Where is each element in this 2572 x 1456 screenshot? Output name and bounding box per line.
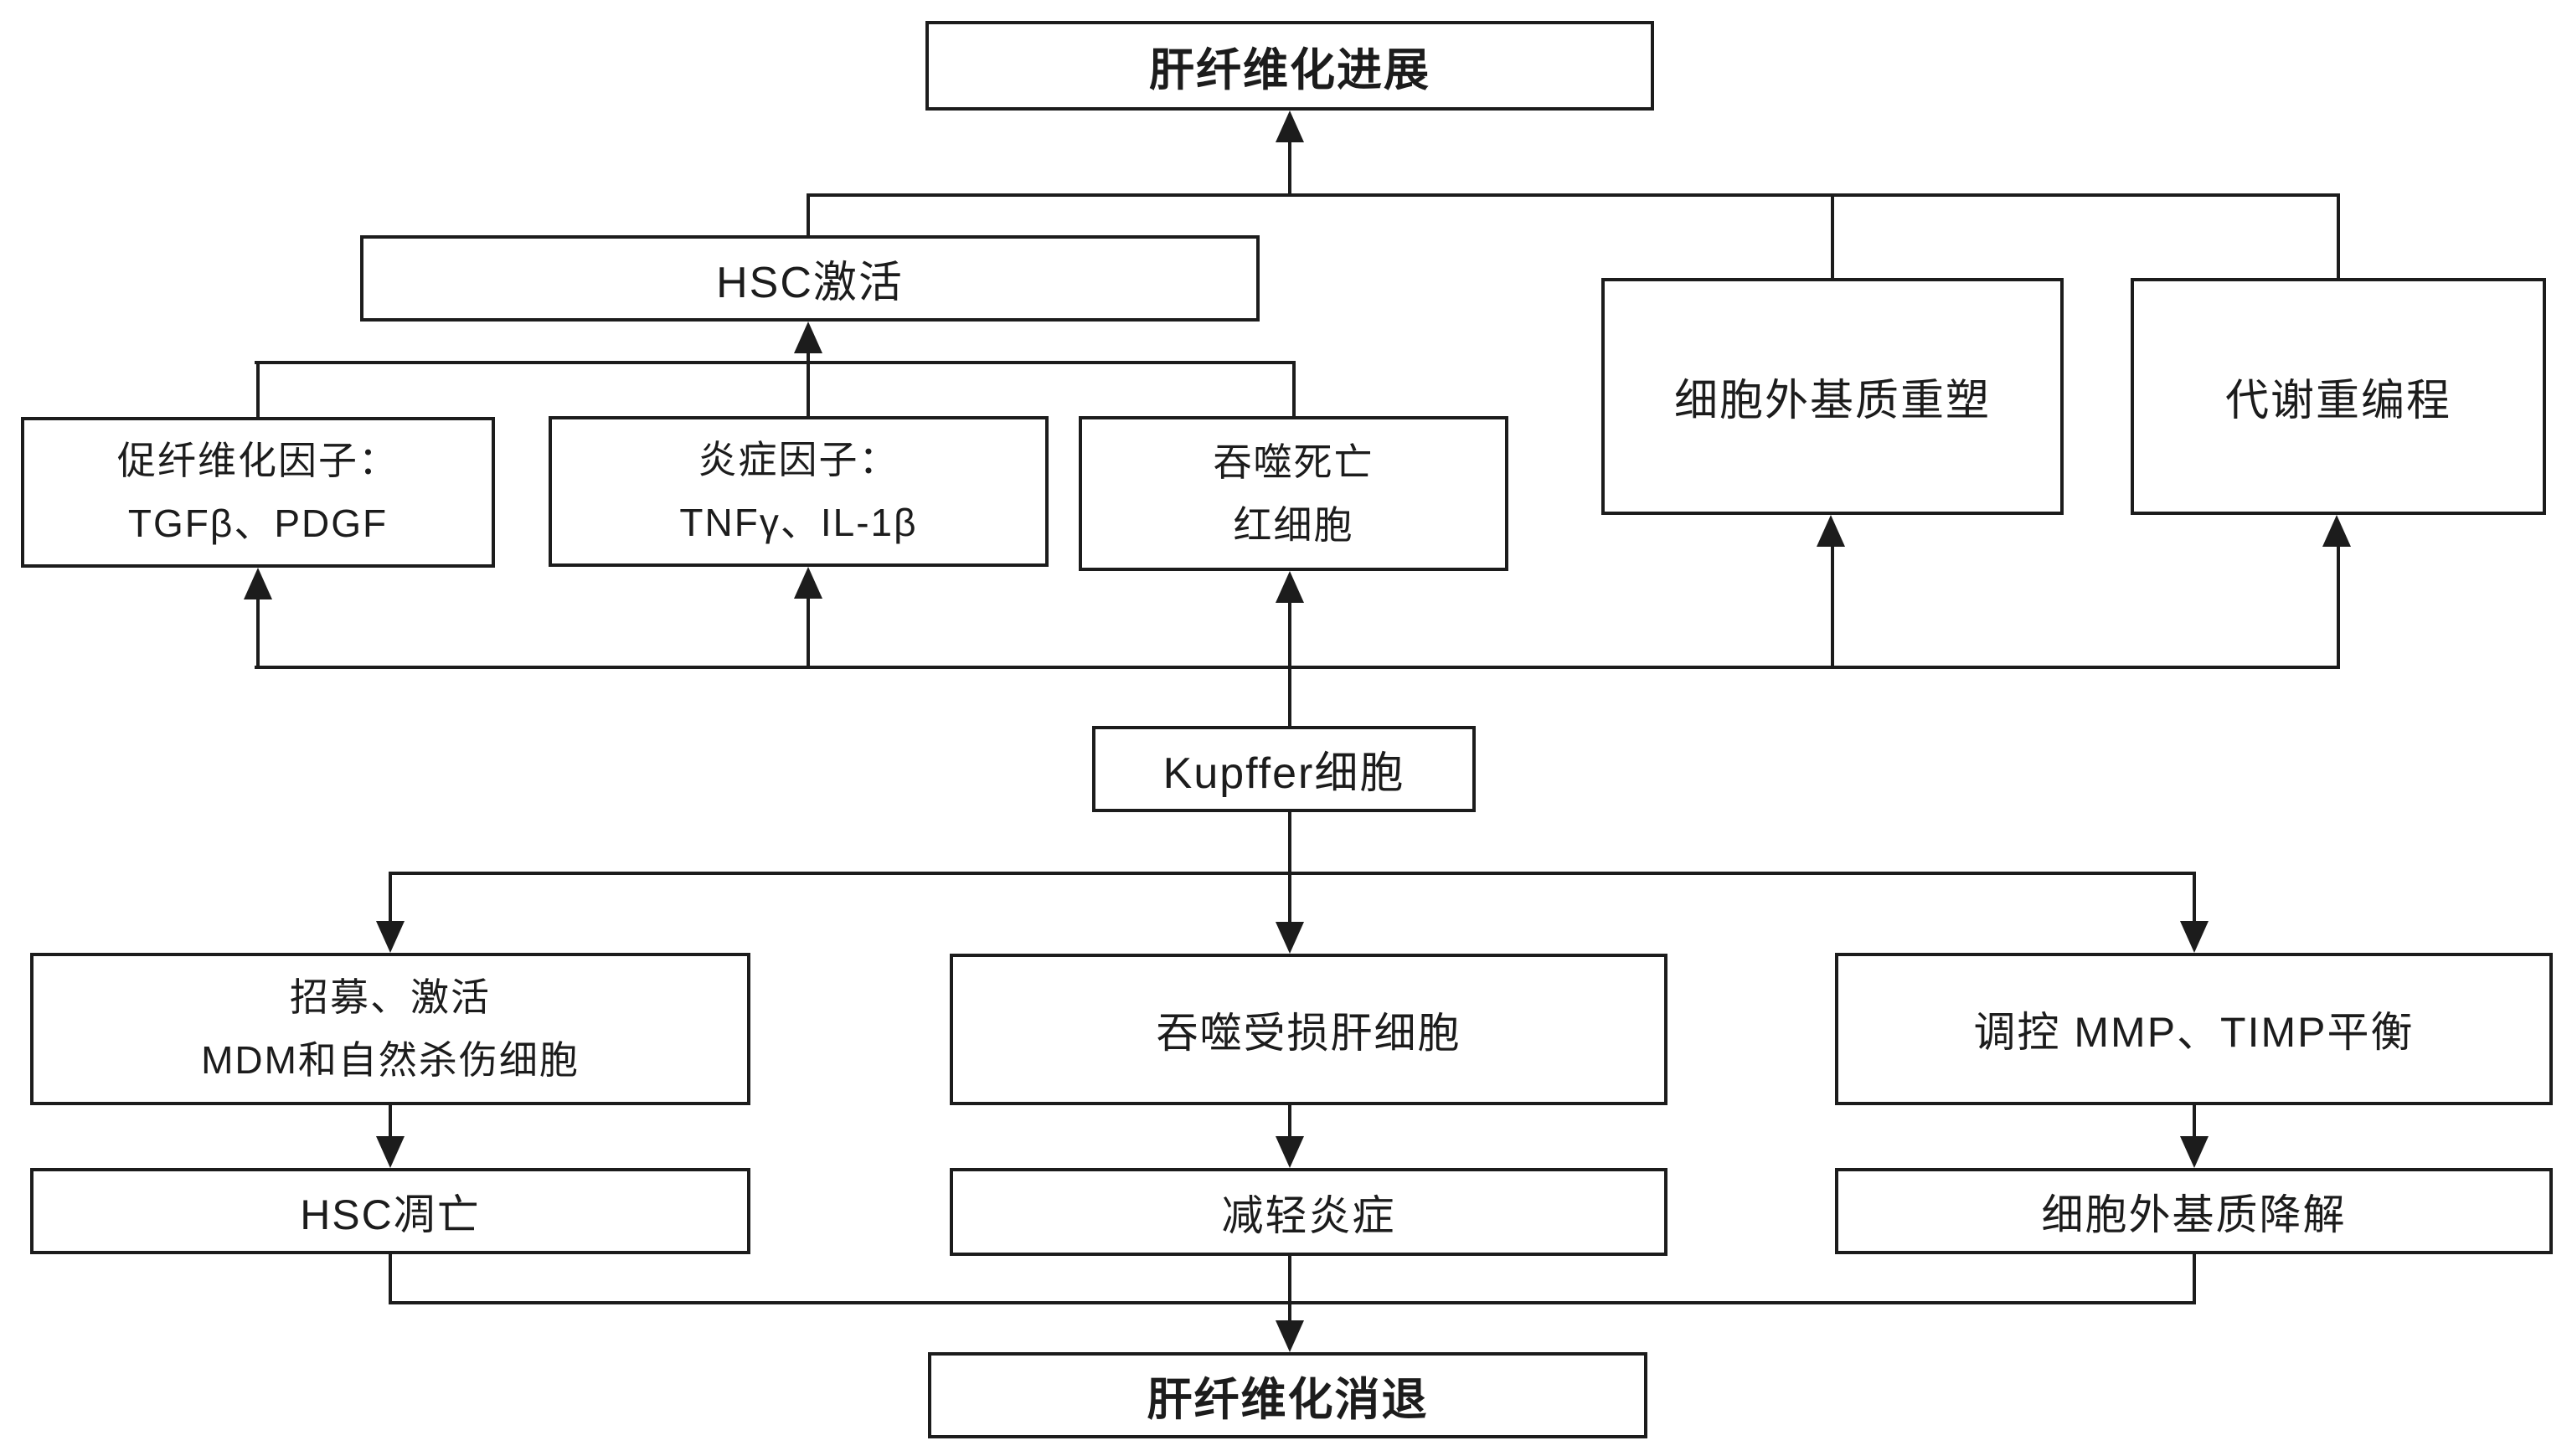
connector-up-ecm-remodeling [1831, 536, 1834, 667]
node-label: 细胞外基质重塑 [1673, 377, 1991, 425]
connector-top-bus-to-hsc-activation [807, 195, 810, 235]
connector-kupffer-up-bus [255, 666, 2340, 669]
connector-bottom-bus [389, 1301, 2196, 1304]
node-ecm-degradation: 细胞外基质降解 [1835, 1168, 2553, 1254]
arrowhead-down-ecm-degradation [2180, 1136, 2209, 1168]
node-recruit-activate: 招募、激活 MDM和自然杀伤细胞 [30, 953, 750, 1105]
node-label-line: TGFβ、PDGF [127, 502, 389, 545]
node-label: HSC激活 [716, 259, 904, 307]
node-label-line: 招募、激活 [290, 975, 491, 1020]
connector-top-bus-to-ecm-remodeling [1831, 195, 1834, 278]
connector-bus-to-dead-rbc-top [1292, 363, 1296, 416]
connector-bus-to-profibrotic-top [256, 363, 260, 417]
connector-mmp-to-degradation [2193, 1105, 2196, 1140]
connector-to-progression [1288, 138, 1291, 197]
connector-up-inflammatory [807, 586, 810, 667]
connector-inflammatory-to-hsc [807, 343, 810, 416]
node-kupffer-cells: Kupffer细胞 [1092, 726, 1476, 812]
connector-kupffer-down-bus [389, 872, 2196, 875]
arrowhead-up-hsc-activation [794, 322, 822, 353]
arrowhead-up-progression [1276, 111, 1304, 142]
connector-apoptosis-to-bottom-bus [389, 1254, 392, 1303]
connector-down-mmp [2193, 873, 2196, 925]
arrowhead-down-reduce-inflammation [1276, 1136, 1304, 1168]
node-label: 肝纤维化消退 [1147, 1375, 1429, 1425]
node-label: 代谢重编程 [2224, 377, 2451, 425]
node-hsc-activation: HSC激活 [360, 235, 1260, 322]
connector-kupffer-to-phagocytose [1288, 812, 1291, 925]
connector-to-regression [1288, 1256, 1291, 1323]
arrowhead-down-apoptosis [376, 1136, 405, 1168]
connector-degradation-to-bottom-bus [2193, 1254, 2196, 1303]
node-label: 减轻炎症 [1221, 1191, 1396, 1239]
node-metabolic-reprogramming: 代谢重编程 [2131, 278, 2546, 515]
node-inflammatory-factors: 炎症因子： TNFγ、IL-1β [549, 416, 1049, 567]
node-label: Kupffer细胞 [1162, 749, 1405, 798]
node-fibrosis-regression: 肝纤维化消退 [928, 1352, 1647, 1438]
arrowhead-up-profibrotic [244, 568, 272, 599]
connector-top-bus [807, 193, 2340, 197]
node-fibrosis-progression: 肝纤维化进展 [925, 21, 1654, 111]
arrowhead-down-regression [1276, 1320, 1304, 1352]
connector-recruit-to-apoptosis [389, 1105, 392, 1140]
arrowhead-up-dead-rbc [1276, 571, 1304, 603]
node-regulate-mmp-timp: 调控 MMP、TIMP平衡 [1835, 953, 2553, 1105]
node-profibrotic-factors: 促纤维化因子： TGFβ、PDGF [21, 417, 495, 568]
node-label-line: TNFγ、IL-1β [679, 501, 918, 544]
connector-kupffer-to-dead-rbc [1288, 586, 1291, 726]
node-phagocytose-dead-rbc: 吞噬死亡 红细胞 [1079, 416, 1508, 571]
connector-up-profibrotic [256, 586, 260, 667]
node-label: 吞噬受损肝细胞 [1156, 1009, 1461, 1057]
node-label: 细胞外基质降解 [2041, 1191, 2347, 1238]
arrowhead-up-metabolic [2322, 515, 2351, 547]
node-reduce-inflammation: 减轻炎症 [950, 1168, 1667, 1256]
connector-up-metabolic [2337, 536, 2340, 667]
arrowhead-up-inflammatory [794, 567, 822, 599]
arrowhead-up-ecm-remodeling [1817, 515, 1845, 547]
node-label: HSC凋亡 [300, 1191, 481, 1238]
node-phagocytose-damaged-hepatocytes: 吞噬受损肝细胞 [950, 954, 1667, 1105]
node-label: 调控 MMP、TIMP平衡 [1973, 1009, 2415, 1056]
arrowhead-down-mmp [2180, 921, 2209, 953]
node-label-line: 炎症因子： [698, 438, 899, 482]
node-label-line: 促纤维化因子： [117, 439, 399, 483]
node-label-line: 红细胞 [1233, 502, 1354, 547]
connector-factors-top-bus [255, 361, 1296, 364]
node-label-line: 吞噬死亡 [1213, 440, 1374, 484]
connector-down-recruit [389, 873, 392, 925]
node-hsc-apoptosis: HSC凋亡 [30, 1168, 750, 1254]
node-label: 肝纤维化进展 [1149, 45, 1430, 95]
node-ecm-remodeling: 细胞外基质重塑 [1601, 278, 2064, 515]
arrowhead-down-phagocytose [1276, 922, 1304, 954]
connector-phagocytose-to-reduce [1288, 1105, 1291, 1140]
connector-top-bus-to-metabolic [2337, 195, 2340, 278]
node-label-line: MDM和自然杀伤细胞 [201, 1038, 580, 1082]
arrowhead-down-recruit [376, 921, 405, 953]
